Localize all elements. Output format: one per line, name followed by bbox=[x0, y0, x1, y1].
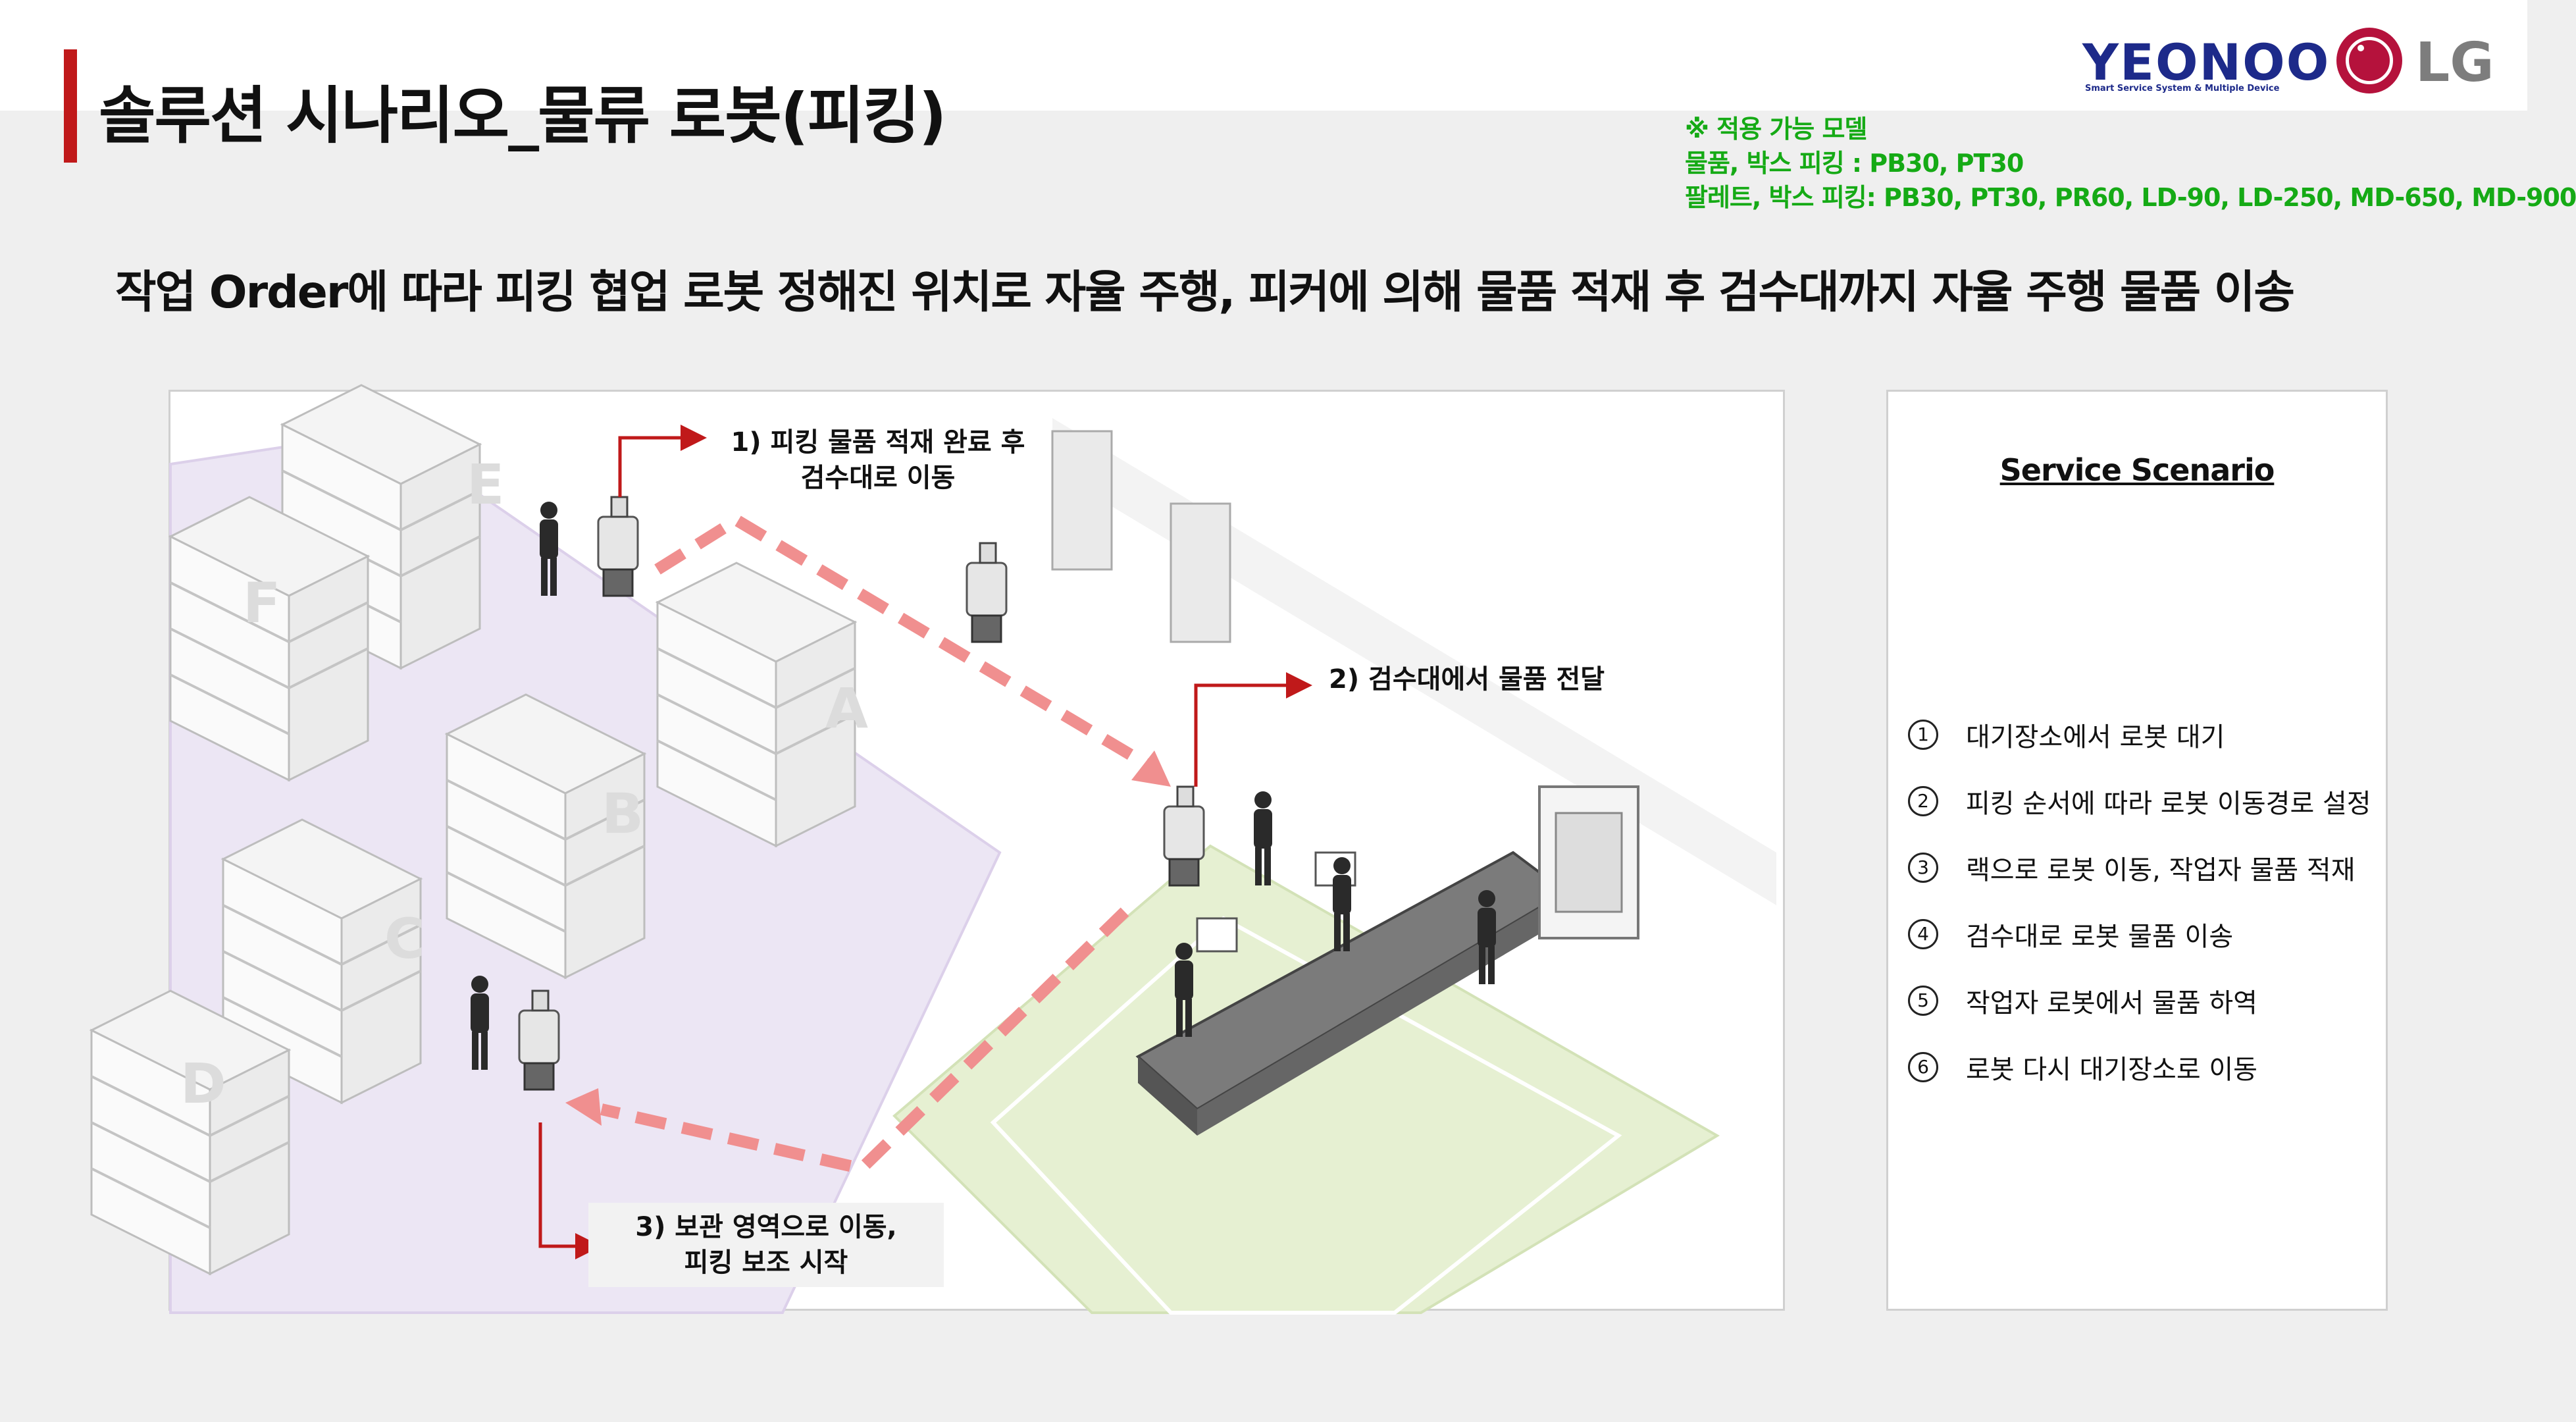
logo-area: YEONOO Smart Service System & Multiple D… bbox=[2073, 26, 2494, 105]
step-number-icon: 5 bbox=[1908, 985, 1938, 1016]
step-number-icon: 3 bbox=[1908, 852, 1938, 883]
rack-label-b: B bbox=[602, 781, 644, 846]
header-band bbox=[0, 0, 2527, 111]
rack-label-d: D bbox=[180, 1051, 226, 1116]
step-number-icon: 4 bbox=[1908, 918, 1938, 949]
models-line2: 팔레트, 박스 피킹: PB30, PT30, PR60, LD-90, LD-… bbox=[1685, 183, 2576, 212]
title-accent-bar bbox=[64, 49, 77, 163]
warehouse-illustration: E F A B C D bbox=[90, 384, 1776, 1315]
service-scenario-title: Service Scenario bbox=[1999, 452, 2275, 488]
step-number-icon: 6 bbox=[1908, 1051, 1938, 1082]
callout-step3-line2: 피킹 보조 시작 bbox=[684, 1248, 848, 1278]
step-text: 피킹 순서에 따라 로봇 이동경로 설정 bbox=[1966, 788, 2371, 819]
step-number-icon: 1 bbox=[1908, 719, 1938, 750]
rack-label-c: C bbox=[384, 907, 425, 971]
scenario-step: 5 작업자 로봇에서 물품 하역 bbox=[1908, 967, 2382, 1034]
rack-label-a: A bbox=[825, 676, 868, 741]
page-title: 솔루션 시나리오_물류 로봇(피킹) bbox=[99, 80, 947, 152]
callout-step1: 1) 피킹 물품 적재 완료 후 검수대로 이동 bbox=[723, 425, 1033, 496]
models-heading: ※ 적용 가능 모델 bbox=[1685, 115, 1867, 144]
step-number-icon: 2 bbox=[1908, 785, 1938, 816]
scenario-step: 3 랙으로 로봇 이동, 작업자 물품 적재 bbox=[1908, 834, 2382, 901]
callout-step1-line1: 1) 피킹 물품 적재 완료 후 bbox=[731, 427, 1025, 458]
scenario-step: 2 피킹 순서에 따라 로봇 이동경로 설정 bbox=[1908, 768, 2382, 834]
lg-logo-text: LG bbox=[2415, 32, 2494, 94]
callout-step2: 2) 검수대에서 물품 전달 bbox=[1329, 664, 1605, 695]
service-scenario-panel: Service Scenario 1 대기장소에서 로봇 대기 2 피킹 순서에 따… bbox=[1886, 390, 2388, 1311]
callout-step3-line1: 3) 보관 영역으로 이동, bbox=[635, 1212, 897, 1242]
models-line1: 물품, 박스 피킹 : PB30, PT30 bbox=[1685, 149, 2024, 178]
applicable-models: ※ 적용 가능 모델 물품, 박스 피킹 : PB30, PT30 팔레트, 박… bbox=[1685, 112, 2576, 215]
scenario-step: 1 대기장소에서 로봇 대기 bbox=[1908, 701, 2382, 768]
scenario-step: 6 로봇 다시 대기장소로 이동 bbox=[1908, 1034, 2382, 1100]
step-text: 로봇 다시 대기장소로 이동 bbox=[1966, 1054, 2257, 1085]
page-subtitle: 작업 Order에 따라 피킹 협업 로봇 정해진 위치로 자율 주행, 피커에… bbox=[115, 267, 2295, 319]
scenario-steps-list: 1 대기장소에서 로봇 대기 2 피킹 순서에 따라 로봇 이동경로 설정 3 랙으로… bbox=[1908, 701, 2382, 1100]
yeonoo-tagline: Smart Service System & Multiple Device bbox=[2085, 84, 2280, 93]
step-text: 검수대로 로봇 물품 이송 bbox=[1966, 921, 2234, 952]
scenario-step: 4 검수대로 로봇 물품 이송 bbox=[1908, 901, 2382, 967]
scenario-illustration: E F A B C D 1) 피킹 물 bbox=[90, 384, 1785, 1315]
yeonoo-logo: YEONOO bbox=[2082, 33, 2331, 92]
callout-step3: 3) 보관 영역으로 이동, 피킹 보조 시작 bbox=[588, 1203, 944, 1287]
step-text: 랙으로 로봇 이동, 작업자 물품 적재 bbox=[1966, 855, 2356, 885]
callout-step1-line2: 검수대로 이동 bbox=[800, 463, 956, 493]
step-text: 작업자 로봇에서 물품 하역 bbox=[1966, 988, 2257, 1018]
step-text: 대기장소에서 로봇 대기 bbox=[1966, 722, 2225, 752]
lg-logo-icon bbox=[2336, 28, 2402, 93]
rack-label-f: F bbox=[243, 571, 280, 635]
rack-label-e: E bbox=[467, 452, 504, 517]
